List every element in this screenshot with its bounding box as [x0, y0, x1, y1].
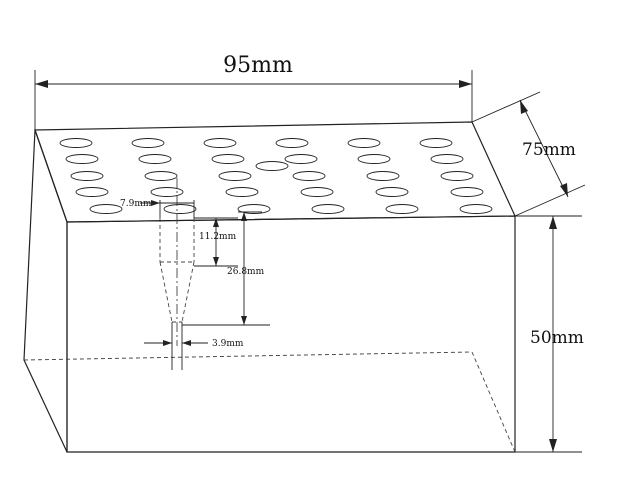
hole [459, 204, 493, 214]
hole [385, 204, 419, 214]
width-label: 95mm [223, 53, 293, 78]
block-outline [23, 121, 516, 453]
depth-label: 75mm [522, 140, 576, 160]
hole [89, 204, 123, 214]
hole [75, 187, 109, 197]
hole [59, 138, 93, 148]
hole [255, 161, 289, 171]
hole [440, 171, 474, 181]
hole-diameter-label: 7.9mm [120, 199, 152, 209]
tip-diameter-dimension: 3.9mm [144, 339, 244, 349]
hole [237, 204, 271, 214]
hole [311, 204, 345, 214]
left-face [23, 129, 68, 453]
hole-grid [59, 138, 493, 214]
depth-dimension: 75mm [471, 91, 586, 217]
height-label: 50mm [530, 328, 584, 348]
hole [419, 138, 453, 148]
hole-depth-dimension: 26.8mm [182, 211, 270, 326]
tip-diameter-label: 3.9mm [212, 339, 244, 349]
taper-depth-label: 11.2mm [199, 232, 237, 242]
taper-depth-dimension: 11.2mm [194, 217, 238, 267]
hole [150, 187, 184, 197]
hole-diameter-dimension: 7.9mm [120, 199, 195, 218]
hole [70, 171, 104, 181]
hole [347, 138, 381, 148]
hole-depth-label: 26.8mm [227, 267, 265, 277]
hole [357, 154, 391, 164]
hole [366, 171, 400, 181]
hole [203, 138, 237, 148]
hole [144, 171, 178, 181]
width-dimension: 95mm [34, 53, 473, 130]
front-face [66, 215, 516, 453]
hole [225, 187, 259, 197]
hole [163, 204, 197, 214]
height-dimension: 50mm [515, 215, 584, 453]
hole [275, 138, 309, 148]
hole [211, 154, 245, 164]
hole [430, 154, 464, 164]
hole [65, 154, 99, 164]
hole [138, 154, 172, 164]
hole [375, 187, 409, 197]
hole [292, 171, 326, 181]
hidden-right-bottom-edge [471, 351, 516, 453]
hole [131, 138, 165, 148]
hole [284, 154, 318, 164]
hole [450, 187, 484, 197]
hole-section [159, 178, 195, 370]
hole [218, 171, 252, 181]
hole [300, 187, 334, 197]
hidden-back-bottom-edge [23, 351, 473, 361]
